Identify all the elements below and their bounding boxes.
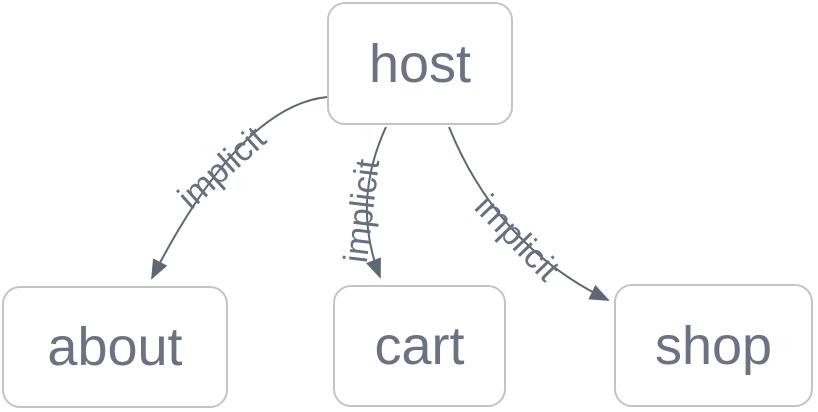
node-cart-label: cart xyxy=(374,316,465,376)
node-shop[interactable]: shop xyxy=(614,284,813,407)
edge-host-shop[interactable] xyxy=(448,126,610,301)
node-host-label: host xyxy=(368,33,472,94)
edge-host-cart[interactable] xyxy=(365,126,387,279)
node-cart[interactable]: cart xyxy=(333,285,506,407)
node-about-label: about xyxy=(47,317,183,377)
node-shop-label: shop xyxy=(654,315,773,376)
edge-host-about[interactable] xyxy=(151,96,328,280)
node-host[interactable]: host xyxy=(327,2,513,125)
node-about[interactable]: about xyxy=(2,286,228,408)
